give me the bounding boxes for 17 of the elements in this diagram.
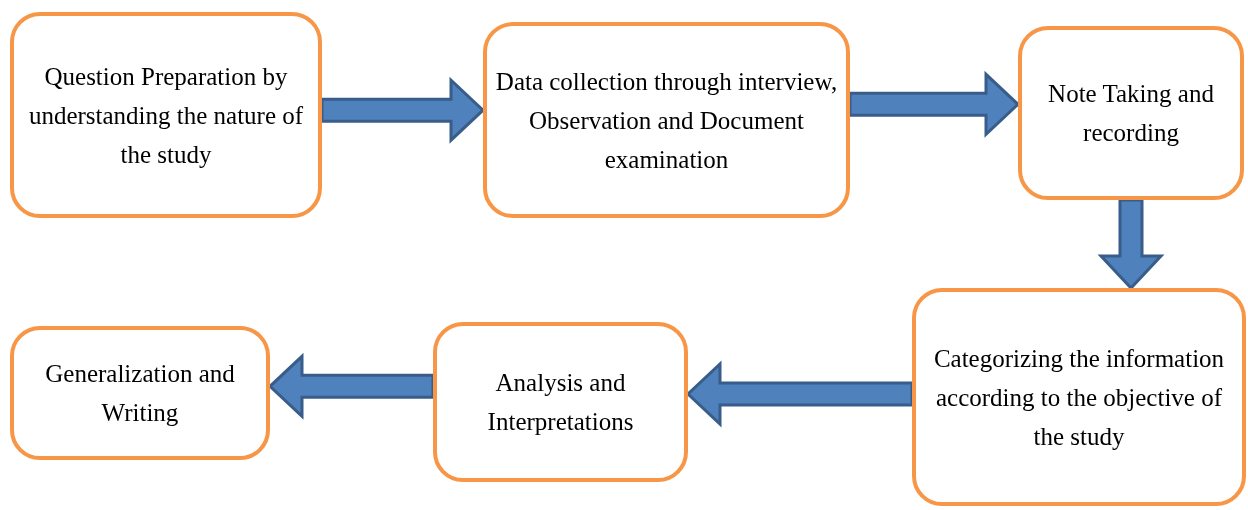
box-text: Analysis and Interpretations [486,368,635,437]
block-arrow [320,76,486,144]
block-arrow [848,70,1021,138]
box-text: Note Taking and recording [1047,79,1215,148]
process-box [912,288,1246,506]
block-arrow [1097,198,1165,291]
block-arrow [267,352,435,420]
block-arrow [685,360,914,428]
box-text: Generalization and Writing [44,359,236,428]
process-box [433,322,688,482]
box-text: Data collection through interview, Observation and Document examination [495,66,838,175]
process-box [10,326,270,460]
process-box [10,12,322,218]
box-text: Question Preparation by understanding the nature of the study [27,61,305,170]
box-text: Categorizing the information according to the objective of the study [932,343,1226,452]
process-box [1018,26,1244,200]
process-box [483,22,850,218]
